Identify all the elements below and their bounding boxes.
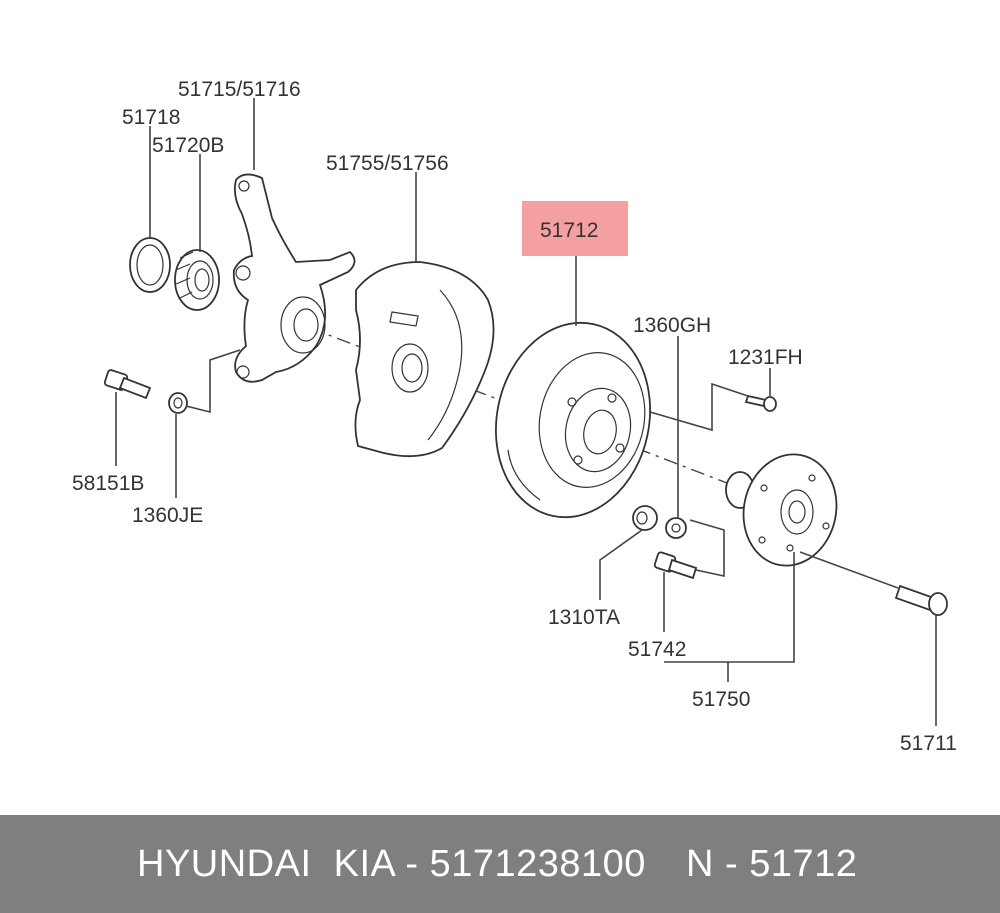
label-51720b: 51720B bbox=[152, 134, 224, 157]
leader-1310ta bbox=[599, 529, 643, 600]
label-1360je: 1360JE bbox=[132, 504, 203, 527]
nut bbox=[168, 392, 188, 414]
leader-51711-axis bbox=[799, 551, 899, 589]
footer-reference: N - 51712 bbox=[686, 843, 858, 885]
label-1231fh: 1231FH bbox=[728, 346, 803, 369]
snap-ring bbox=[129, 237, 171, 293]
leader-bracket-51742 bbox=[689, 519, 725, 577]
label-51742: 51742 bbox=[628, 638, 686, 661]
label-51715-51716: 51715/51716 bbox=[178, 78, 301, 101]
leader-51750 bbox=[664, 552, 795, 663]
dust-cover bbox=[354, 261, 495, 458]
bolt bbox=[103, 369, 152, 400]
label-1310ta: 1310TA bbox=[548, 606, 620, 629]
nut-small bbox=[665, 517, 687, 539]
axis-centerline bbox=[309, 327, 501, 401]
label-1360gh: 1360GH bbox=[633, 314, 711, 337]
label-58151b: 58151B bbox=[72, 472, 144, 495]
label-51712: 51712 bbox=[540, 219, 598, 242]
brake-disc bbox=[495, 321, 651, 519]
screw bbox=[744, 394, 777, 412]
wheel-bolt bbox=[894, 584, 948, 616]
axis-centerline-hub bbox=[609, 437, 741, 489]
label-51755-51756: 51755/51756 bbox=[326, 152, 449, 175]
leader-1231fh-bracket bbox=[649, 382, 749, 432]
footer-bar: HYUNDAI KIA - 5171238100 N - 51712 bbox=[0, 815, 1000, 913]
steering-knuckle bbox=[232, 173, 356, 383]
highlight-box bbox=[522, 201, 628, 256]
label-51750: 51750 bbox=[692, 688, 750, 711]
label-51718: 51718 bbox=[122, 106, 180, 129]
exploded-parts-diagram: 51715/51716 51718 51720B 51755/51756 517… bbox=[72, 78, 957, 755]
wheel-bearing bbox=[174, 249, 220, 311]
footer-part-number: HYUNDAI KIA - 5171238100 bbox=[137, 843, 646, 885]
wheel-hub bbox=[725, 453, 838, 567]
leader-bracket-58151b bbox=[185, 349, 241, 414]
stud-bolt bbox=[653, 551, 698, 580]
label-51711: 51711 bbox=[900, 732, 957, 755]
washer bbox=[632, 505, 658, 531]
